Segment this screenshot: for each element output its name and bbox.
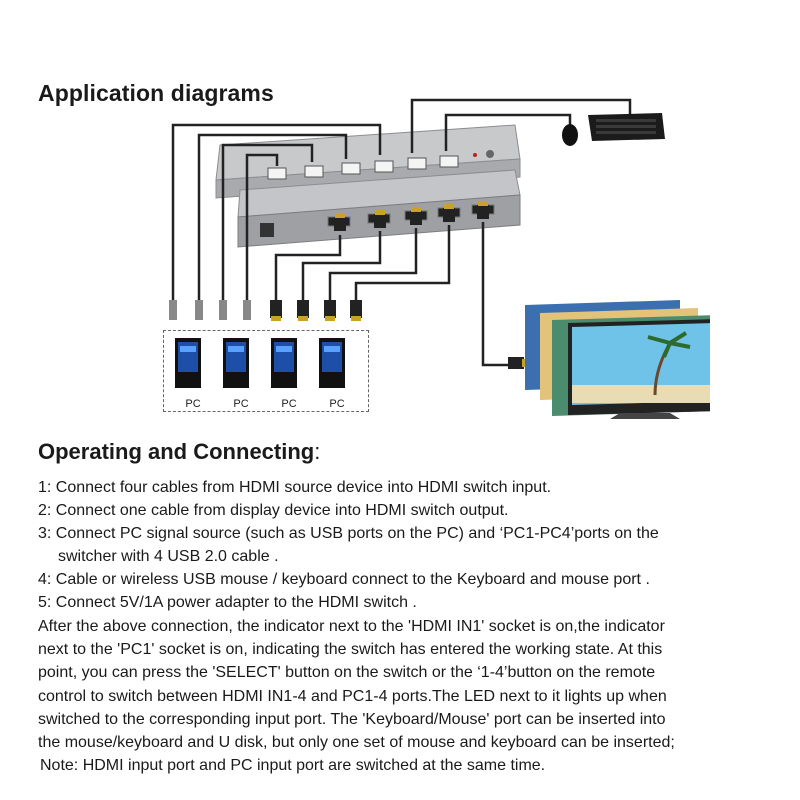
step-item: 5: Connect 5V/1A power adapter to the HD… [38,591,778,614]
paragraph-line: point, you can press the 'SELECT' button… [38,664,656,682]
hdmi-cables [274,222,510,367]
paragraph-line: control to switch between HDMI IN1-4 and… [38,687,667,705]
hdmi-connectors [270,201,527,369]
pc-tower-2 [223,338,249,388]
step-text: 1: Connect four cables from HDMI source … [38,479,552,496]
paragraph-line: the mouse/keyboard and U disk, but only … [38,734,675,752]
usb-connectors [169,300,251,320]
step-text: 2: Connect one cable from display device… [38,502,509,519]
pc-label-1: PC [185,398,201,410]
paragraph-line: After the above connection, the indicato… [38,618,665,635]
step-item: 1: Connect four cables from HDMI source … [38,476,778,499]
usb-cables [171,98,632,300]
pc-label-3: PC [281,398,297,410]
steps-list: 1: Connect four cables from HDMI source … [38,476,778,614]
step-text: 5: Connect 5V/1A power adapter to the HD… [38,594,417,611]
connection-diagram-svg [169,98,710,419]
step-text: 3: Connect PC signal source (such as USB… [38,525,659,542]
mouse-icon [562,117,578,146]
step-item: 2: Connect one cable from display device… [38,499,778,522]
paragraph-line: next to the 'PC1' socket is on, indicati… [38,641,663,659]
step-text-continuation: switcher with 4 USB 2.0 cable . [58,548,279,565]
step-text: 4: Cable or wireless USB mouse / keyboar… [38,571,650,588]
step-item: 3: Connect PC signal source (such as USB… [38,522,778,568]
pc-tower-4 [319,338,345,388]
display-screens [525,300,710,419]
pc-towers [175,338,345,388]
diagram-title: Application diagrams [38,80,274,106]
keyboard-icon [588,113,665,141]
pc-group-box: PC PC PC PC [163,330,369,412]
section-heading-text: Operating and Connecting [38,439,315,464]
pc-tower-1 [175,338,201,388]
paragraph-line: switched to the corresponding input port… [38,710,666,728]
section-heading: Operating and Connecting: [38,439,320,465]
step-item: 4: Cable or wireless USB mouse / keyboar… [38,568,778,591]
application-diagram: PC PC PC PC [150,95,710,430]
section-heading-colon: : [314,439,321,464]
pc-label-2: PC [233,398,249,410]
working-state-paragraph: After the above connection, the indicato… [38,615,780,754]
pc-label-4: PC [329,398,345,410]
note-text: Note: HDMI input port and PC input port … [40,757,546,774]
pc-tower-3 [271,338,297,388]
